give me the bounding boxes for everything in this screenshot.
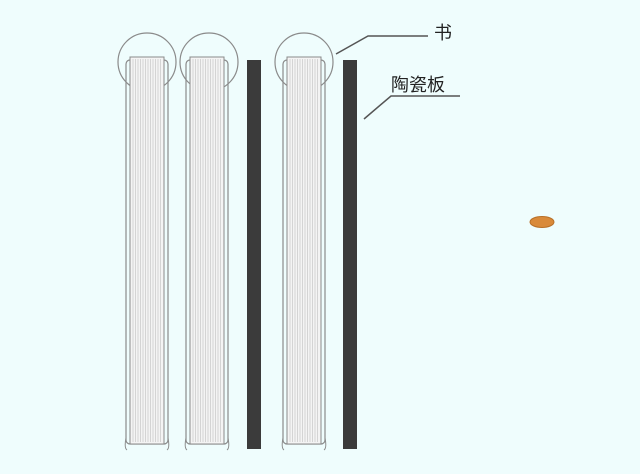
book-1 <box>117 32 177 451</box>
label-book: 书 <box>434 23 452 44</box>
ceramic-plate-2 <box>343 60 357 449</box>
ceramic-plate-1 <box>247 60 261 449</box>
leader-line-ceramic-plate <box>363 95 460 120</box>
leader-line-book <box>335 35 428 55</box>
book-1-bottom-edge <box>124 437 170 451</box>
leader-lines <box>335 35 460 120</box>
books <box>117 32 334 451</box>
book-3-pages <box>286 56 322 445</box>
book-2 <box>179 32 239 451</box>
book-3 <box>274 32 334 451</box>
book-1-pages <box>129 56 165 445</box>
orange-oval-icon <box>529 216 555 228</box>
ceramic-plates <box>247 60 357 449</box>
label-ceramic-plate: 陶瓷板 <box>391 75 445 96</box>
book-2-bottom-edge <box>184 437 230 451</box>
book-2-pages <box>189 56 225 445</box>
book-3-bottom-edge <box>281 437 327 451</box>
